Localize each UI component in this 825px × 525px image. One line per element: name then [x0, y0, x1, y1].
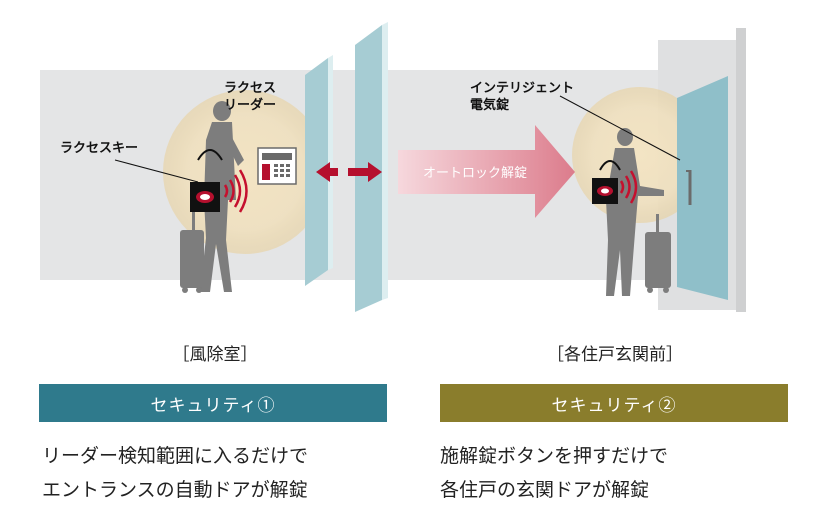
reader-callout-line1: ラクセス	[224, 81, 277, 96]
right-bag-icon	[592, 160, 621, 204]
lock-callout-line1: インテリジェント	[470, 81, 575, 96]
right-signal-waves-icon	[619, 170, 638, 204]
security-2-description-line1: 施解錠ボタンを押すだけで	[440, 445, 669, 467]
location-unit-entrance: ［各住戸玄関前］	[547, 345, 683, 365]
left-signal-waves-icon	[223, 169, 248, 213]
security-1-description-line2: エントランスの自動ドアが解錠	[42, 479, 308, 501]
auto-lock-arrow	[398, 125, 575, 218]
lock-callout: インテリジェント 電気錠	[470, 80, 574, 114]
reader-callout-line2: リーダー	[224, 98, 277, 113]
access-reader-icon	[257, 147, 297, 185]
security-2-band: セキュリティ②	[440, 384, 788, 422]
wall-right-pillar	[736, 28, 746, 312]
key-leader-line	[114, 159, 199, 183]
security-1-description-line1: リーダー検知範囲に入るだけで	[42, 445, 309, 467]
security-1-band: セキュリティ①	[39, 384, 387, 422]
reader-callout: ラクセス リーダー	[224, 80, 276, 114]
security-2-description-line2: 各住戸の玄関ドアが解錠	[440, 479, 650, 501]
lock-leader-line	[559, 95, 681, 161]
unit-front-door	[677, 76, 728, 300]
reader-detection-range	[163, 90, 327, 254]
person-at-door-icon	[606, 128, 671, 296]
security-2-description: 施解錠ボタンを押すだけで 各住戸の玄関ドアが解錠	[440, 439, 800, 507]
key-callout: ラクセスキー	[60, 140, 138, 157]
lock-callout-line2: 電気錠	[470, 98, 510, 113]
left-bag-icon	[190, 149, 223, 212]
location-vestibule: ［風除室］	[172, 345, 258, 365]
security-1-description: リーダー検知範囲に入るだけで エントランスの自動ドアが解錠	[42, 439, 402, 507]
auto-lock-label: オートロック解錠	[423, 166, 527, 181]
door-open-arrow-icon	[316, 162, 382, 182]
security-illustration: オートロック解錠	[40, 22, 746, 312]
key-callout-text: ラクセスキー	[60, 141, 139, 156]
